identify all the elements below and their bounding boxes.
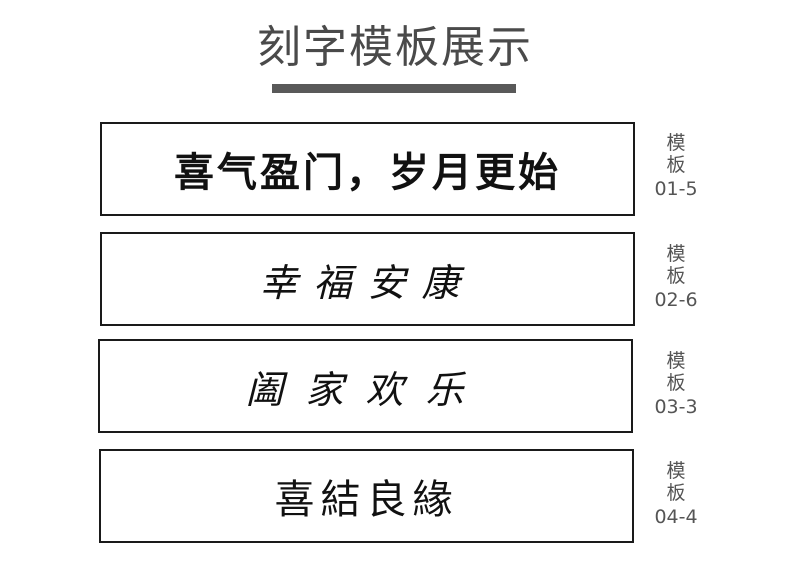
template-box-2: 幸福安康 [100,232,635,326]
template-text-1: 喜气盈门，岁月更始 [174,150,561,196]
template-label-3: 模 板 03-3 [646,350,706,418]
template-label-1-mid: 板 [666,154,686,176]
template-text-4: 喜結良緣 [274,477,459,523]
template-label-4-mid: 板 [666,482,686,504]
title-underline [272,84,516,93]
template-code-4: 04-4 [654,506,698,528]
template-label-4: 模 板 04-4 [646,460,706,528]
template-code-1: 01-5 [654,178,698,200]
template-text-2: 幸福安康 [259,260,476,305]
template-box-1: 喜气盈门，岁月更始 [100,122,635,216]
template-label-4-top: 模 [666,460,686,482]
template-text-3: 阖家欢乐 [245,367,486,412]
template-label-1: 模 板 01-5 [646,132,706,200]
template-label-2-top: 模 [666,243,686,265]
template-label-2: 模 板 02-6 [646,243,706,311]
page-title: 刻字模板展示 [257,22,533,73]
template-code-2: 02-6 [654,289,698,311]
template-label-1-top: 模 [666,132,686,154]
template-label-2-mid: 板 [666,265,686,287]
template-label-3-top: 模 [666,350,686,372]
template-code-3: 03-3 [654,396,698,418]
template-box-3: 阖家欢乐 [98,339,633,433]
template-label-3-mid: 板 [666,372,686,394]
template-box-4: 喜結良緣 [99,449,634,543]
